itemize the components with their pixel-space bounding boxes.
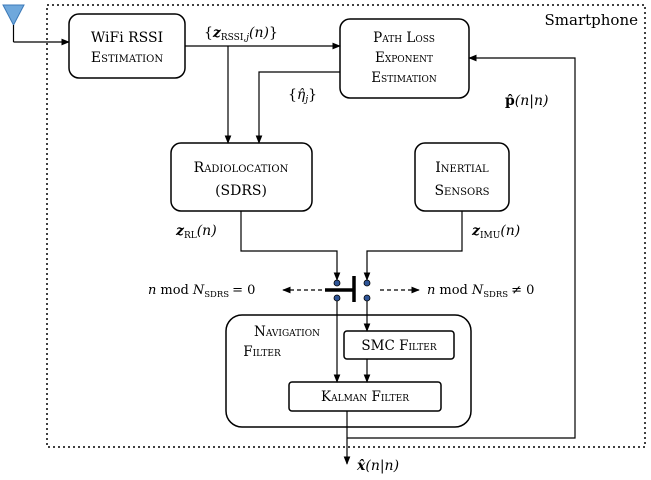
signal-z-rl-label: zRL(n) — [175, 223, 217, 241]
radiolocation-block: Radiolocation (SDRS) — [170, 142, 313, 212]
inertial-line1: Inertial — [435, 160, 489, 176]
kalman-filter-block: Kalman Filter — [288, 381, 442, 412]
smc-filter-block: SMC Filter — [343, 330, 455, 360]
signal-p-hat-label: p̂(n|n) — [505, 93, 548, 109]
switch-icon — [325, 276, 371, 302]
path-loss-line2: Exponent — [375, 50, 433, 66]
wifi-rssi-line2: Estimation — [91, 50, 163, 66]
path-loss-line1: Path Loss — [373, 30, 435, 46]
path-loss-exponent-estimation-block: Path Loss Exponent Estimation — [339, 18, 470, 99]
kalman-filter-label: Kalman Filter — [321, 389, 409, 405]
signal-eta-label: {η̂j} — [288, 87, 317, 105]
path-loss-line3: Estimation — [371, 70, 437, 86]
connections — [185, 42, 576, 465]
wifi-rssi-estimation-block: WiFi RSSI Estimation — [68, 13, 186, 79]
signal-x-hat-label: x̂(n|n) — [356, 458, 399, 474]
inertial-sensors-block: Inertial Sensors — [414, 142, 510, 212]
radiolocation-line1: Radiolocation — [194, 160, 289, 176]
wifi-rssi-line1: WiFi RSSI — [91, 30, 163, 46]
signal-z-imu-label: zIMU(n) — [471, 223, 520, 241]
antenna-icon — [2, 4, 70, 46]
signal-rssi-label: {zRSSI,j(n)} — [204, 25, 278, 43]
smc-filter-label: SMC Filter — [361, 338, 436, 354]
navigation-line1: Navigation — [254, 324, 320, 340]
smartphone-label: Smartphone — [545, 11, 639, 29]
navigation-line2: Filter — [243, 344, 281, 360]
radiolocation-line2: (SDRS) — [215, 183, 267, 199]
inertial-line2: Sensors — [434, 183, 489, 199]
